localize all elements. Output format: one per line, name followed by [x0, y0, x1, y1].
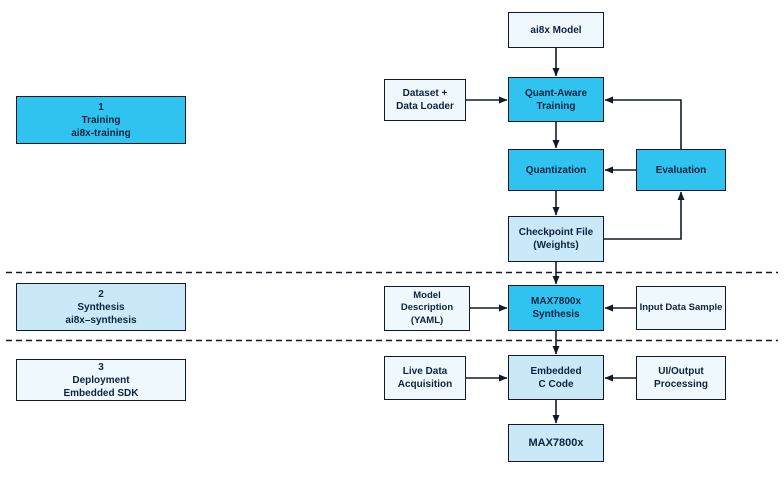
node-embedded-c-code: Embedded C Code: [508, 355, 604, 400]
node-quant-aware-training: Quant-Aware Training: [508, 77, 604, 122]
node-ui-output-processing: UI/Output Processing: [636, 356, 726, 400]
node-model-description: Model Description (YAML): [384, 286, 470, 331]
node-max7800x: MAX7800x: [508, 424, 604, 462]
feedback-eval-to-qat: [604, 96, 682, 149]
stage-label-training: 1 Training ai8x-training: [16, 96, 186, 144]
node-ai8x-model: ai8x Model: [508, 12, 604, 48]
node-quantization: Quantization: [508, 149, 604, 191]
node-evaluation: Evaluation: [636, 149, 726, 191]
node-live-data-acquisition: Live Data Acquisition: [384, 356, 466, 400]
stage-label-synthesis: 2 Synthesis ai8x–synthesis: [16, 283, 186, 331]
stage-label-deployment: 3 Deployment Embedded SDK: [16, 359, 186, 401]
node-max7800x-synthesis: MAX7800x Synthesis: [508, 285, 604, 331]
node-input-data-sample: Input Data Sample: [636, 286, 726, 330]
node-dataset-data-loader: Dataset + Data Loader: [384, 79, 466, 121]
feedback-checkpoint-to-eval: [604, 191, 685, 240]
node-checkpoint-file: Checkpoint File (Weights): [508, 216, 604, 262]
